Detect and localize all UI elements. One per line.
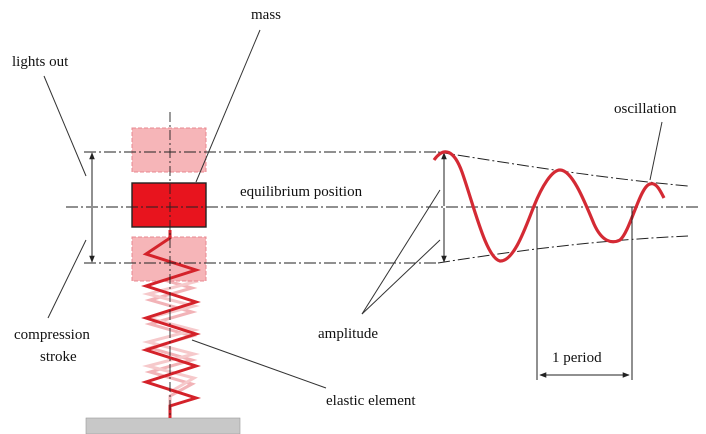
mass-upper-position bbox=[131, 127, 207, 173]
leader-elastic bbox=[191, 339, 327, 389]
label-lights-out: lights out bbox=[12, 54, 69, 70]
label-equilibrium-position: equilibrium position bbox=[240, 184, 363, 200]
leader-lights-out bbox=[43, 75, 87, 177]
leader-oscillation bbox=[649, 121, 663, 181]
elastic-element-spring bbox=[141, 230, 202, 418]
leader-amplitude-2 bbox=[361, 239, 441, 315]
leader-mass bbox=[195, 29, 261, 183]
label-mass: mass bbox=[251, 7, 281, 23]
mass-block bbox=[131, 182, 207, 228]
ground-base bbox=[85, 417, 241, 434]
mass-lower-position bbox=[131, 236, 207, 282]
leader-compression bbox=[47, 239, 87, 319]
leader-amplitude-1 bbox=[361, 189, 441, 315]
label-one-period: 1 period bbox=[552, 350, 602, 366]
label-stroke: stroke bbox=[40, 349, 77, 365]
envelope-lower bbox=[437, 235, 689, 264]
damped-oscillation-curve bbox=[432, 150, 666, 263]
label-oscillation: oscillation bbox=[614, 101, 677, 117]
label-compression: compression bbox=[14, 327, 90, 343]
label-elastic-element: elastic element bbox=[326, 393, 416, 409]
label-amplitude: amplitude bbox=[318, 326, 378, 342]
